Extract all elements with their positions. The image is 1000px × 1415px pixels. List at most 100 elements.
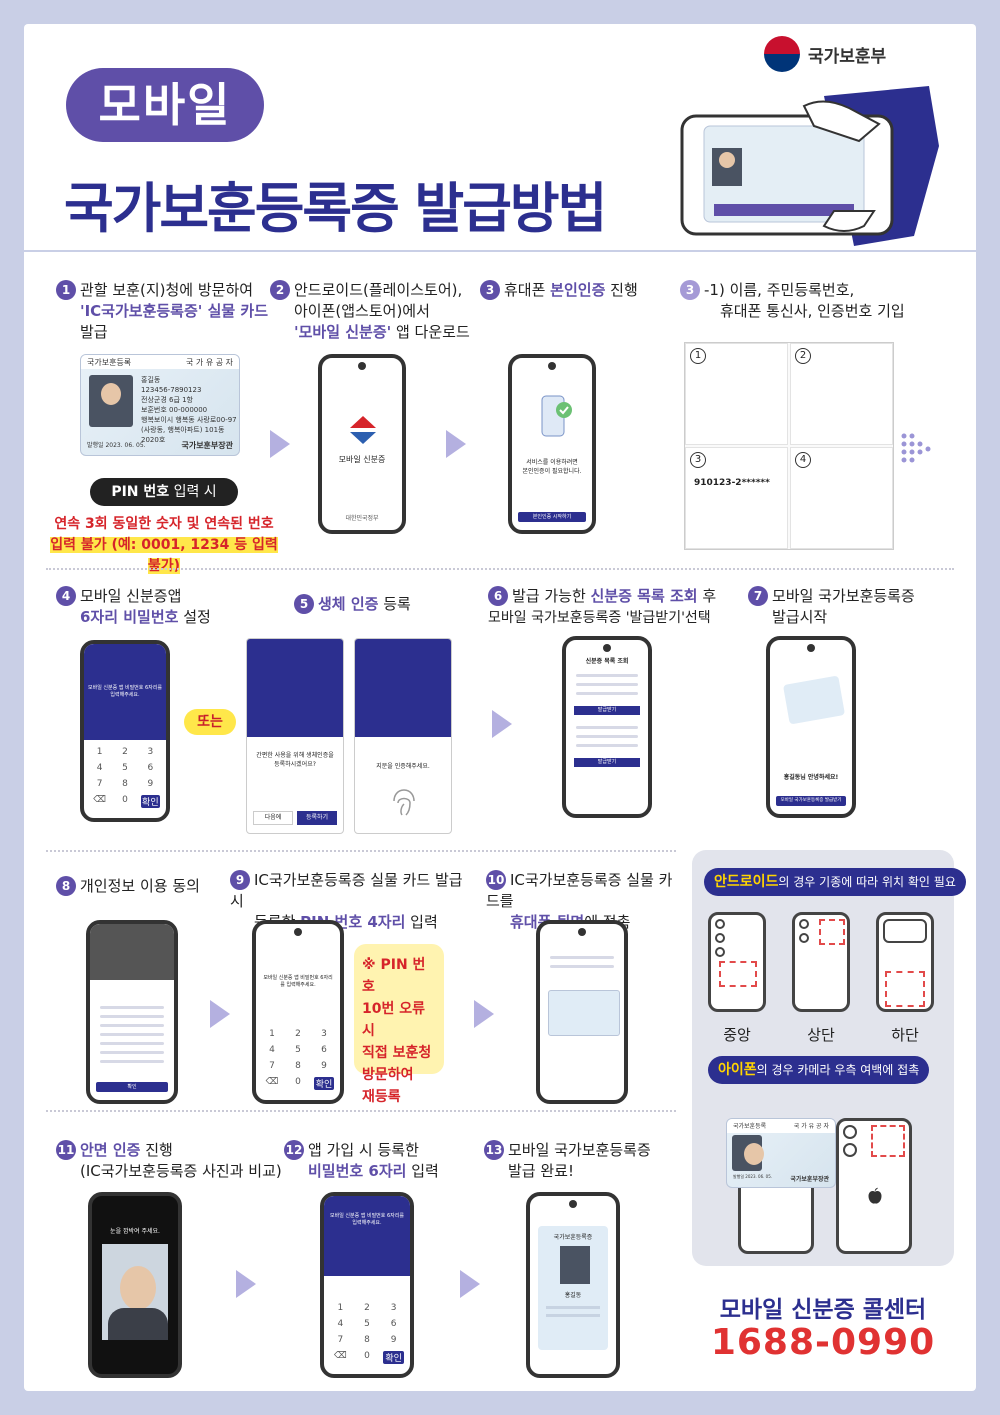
face-prompt: 눈을 깜박여 주세요. bbox=[110, 1228, 160, 1235]
apple-logo-icon bbox=[868, 1187, 882, 1204]
mobile-pill: 모바일 bbox=[66, 68, 264, 142]
taeguk-icon bbox=[764, 36, 800, 72]
card-header-left: 국가보훈등록 bbox=[87, 358, 132, 367]
hand-phone-illustration bbox=[680, 86, 939, 246]
pin-pill: PIN 번호 입력 시 bbox=[90, 478, 238, 506]
dots-arrow-icon bbox=[901, 433, 931, 463]
phone-bio-register: 간편한 사용을 위해 생체인증을 등록하시겠어요? 다음에 등록하기 bbox=[246, 638, 344, 834]
card-illustration bbox=[782, 675, 846, 725]
password-prompt: 모바일 신분증 앱 비밀번호 6자리를 입력해주세요. bbox=[330, 1213, 404, 1226]
card-text: 홍길동 123456-7890123 전상군경 6급 1항 보훈번호 00-00… bbox=[141, 376, 237, 444]
input-screen-1: 1 bbox=[685, 343, 788, 445]
page-title: 국가보훈등록증 발급방법 bbox=[64, 177, 607, 240]
card-issuer: 국가보훈부장관 bbox=[181, 441, 233, 450]
consent-ok-button[interactable]: 확인 bbox=[96, 1082, 168, 1092]
input-screen-4: 4 bbox=[790, 447, 893, 549]
step-text: 발급 bbox=[80, 323, 108, 341]
phone-consent: 확인 bbox=[86, 920, 178, 1104]
section-divider bbox=[46, 1110, 676, 1112]
arrow-icon bbox=[270, 430, 290, 458]
or-badge: 또는 bbox=[184, 709, 236, 735]
issue-button-2[interactable]: 발급받기 bbox=[574, 758, 640, 767]
id-number-field: 910123-2****** bbox=[694, 478, 770, 488]
nfc-guide-panel: 안드로이드의 경우 기종에 따라 위치 확인 필요 중앙 상단 하단 아이폰의 … bbox=[692, 850, 966, 1266]
list-title: 신분증 목록 조회 bbox=[585, 658, 629, 665]
phone-id-list: 신분증 목록 조회 발급받기 발급받기 bbox=[562, 636, 652, 818]
pin-prompt: 모바일 신분증 앱 비밀번호 6자리를 입력해주세요. bbox=[88, 685, 162, 698]
bio-register-button[interactable]: 등록하기 bbox=[297, 811, 337, 825]
bio-later-button[interactable]: 다음에 bbox=[253, 811, 293, 825]
step-highlight: 'IC국가보훈등록증' 실물 카드 bbox=[80, 302, 269, 320]
arrow-icon bbox=[236, 1270, 256, 1298]
pin-warning: 연속 3회 동일한 숫자 및 연속된 번호 입력 불가 (예: 0001, 12… bbox=[50, 516, 278, 574]
issue-start-button[interactable]: 모바일 국가보훈등록증 발급받기 bbox=[776, 796, 846, 806]
android-guide-title: 안드로이드의 경우 기종에 따라 위치 확인 필요 bbox=[704, 868, 966, 896]
gov-logo: 국가보훈부 bbox=[764, 36, 886, 72]
step-text: 관할 보훈(지)청에 방문하여 bbox=[80, 281, 254, 299]
input-screen-2: 2 bbox=[790, 343, 893, 445]
face-preview bbox=[102, 1244, 168, 1340]
phone-issue-start: 홍길동님 안녕하세요! 모바일 국가보훈등록증 발급받기 bbox=[766, 636, 856, 818]
gov-logo-text: 국가보훈부 bbox=[808, 46, 887, 67]
arrow-icon bbox=[460, 1270, 480, 1298]
phone-face-auth: 눈을 깜박여 주세요. bbox=[88, 1192, 182, 1378]
arrow-icon bbox=[474, 1000, 494, 1028]
mobile-id-card: 국가보훈등록증 홍길동 bbox=[538, 1226, 608, 1350]
section-divider bbox=[46, 568, 954, 570]
fingerprint-icon bbox=[393, 789, 415, 816]
app-logo-icon bbox=[350, 416, 376, 444]
card-pin-prompt: 모바일 신분증 앱 비밀번호 6자리를 입력해주세요. bbox=[263, 975, 333, 988]
card-photo bbox=[89, 375, 133, 427]
bio-prompt: 간편한 사용을 위해 생체인증을 등록하시겠어요? bbox=[256, 752, 334, 768]
label-top: 상단 bbox=[807, 1026, 835, 1044]
call-center-title: 모바일 신분증 콜센터 bbox=[719, 1297, 927, 1323]
greeting-text: 홍길동님 안녕하세요! bbox=[783, 774, 839, 781]
arrow-icon bbox=[210, 1000, 230, 1028]
phone-issue-complete: 국가보훈등록증 홍길동 bbox=[526, 1192, 620, 1378]
auth-start-button[interactable]: 본인인증 시작하기 bbox=[518, 512, 586, 522]
gov-footer: 대한민국정부 bbox=[345, 515, 379, 522]
card-mini bbox=[548, 990, 620, 1036]
label-center: 중앙 bbox=[723, 1026, 751, 1044]
fingerprint-prompt: 지문을 인증해주세요. bbox=[376, 763, 430, 770]
header-divider bbox=[24, 250, 976, 252]
phone-check-icon bbox=[541, 395, 572, 437]
call-center-number[interactable]: 1688-0990 bbox=[710, 1322, 936, 1363]
phone-nfc-touch bbox=[536, 920, 628, 1104]
label-bottom: 하단 bbox=[891, 1026, 919, 1044]
android-back-top bbox=[792, 912, 850, 1012]
issue-button-1[interactable]: 발급받기 bbox=[574, 706, 640, 715]
android-back-center bbox=[708, 912, 766, 1012]
card-header-right: 국 가 유 공 자 bbox=[186, 358, 233, 367]
app-name: 모바일 신분증 bbox=[338, 455, 386, 464]
arrow-icon bbox=[492, 710, 512, 738]
section-divider bbox=[46, 850, 676, 852]
card-issue-date: 발행일 2023. 06. 05. bbox=[87, 442, 146, 449]
phone-app-download: 모바일 신분증 대한민국정부 bbox=[318, 354, 406, 534]
arrow-icon bbox=[446, 430, 466, 458]
step-number: 1 bbox=[56, 280, 76, 300]
